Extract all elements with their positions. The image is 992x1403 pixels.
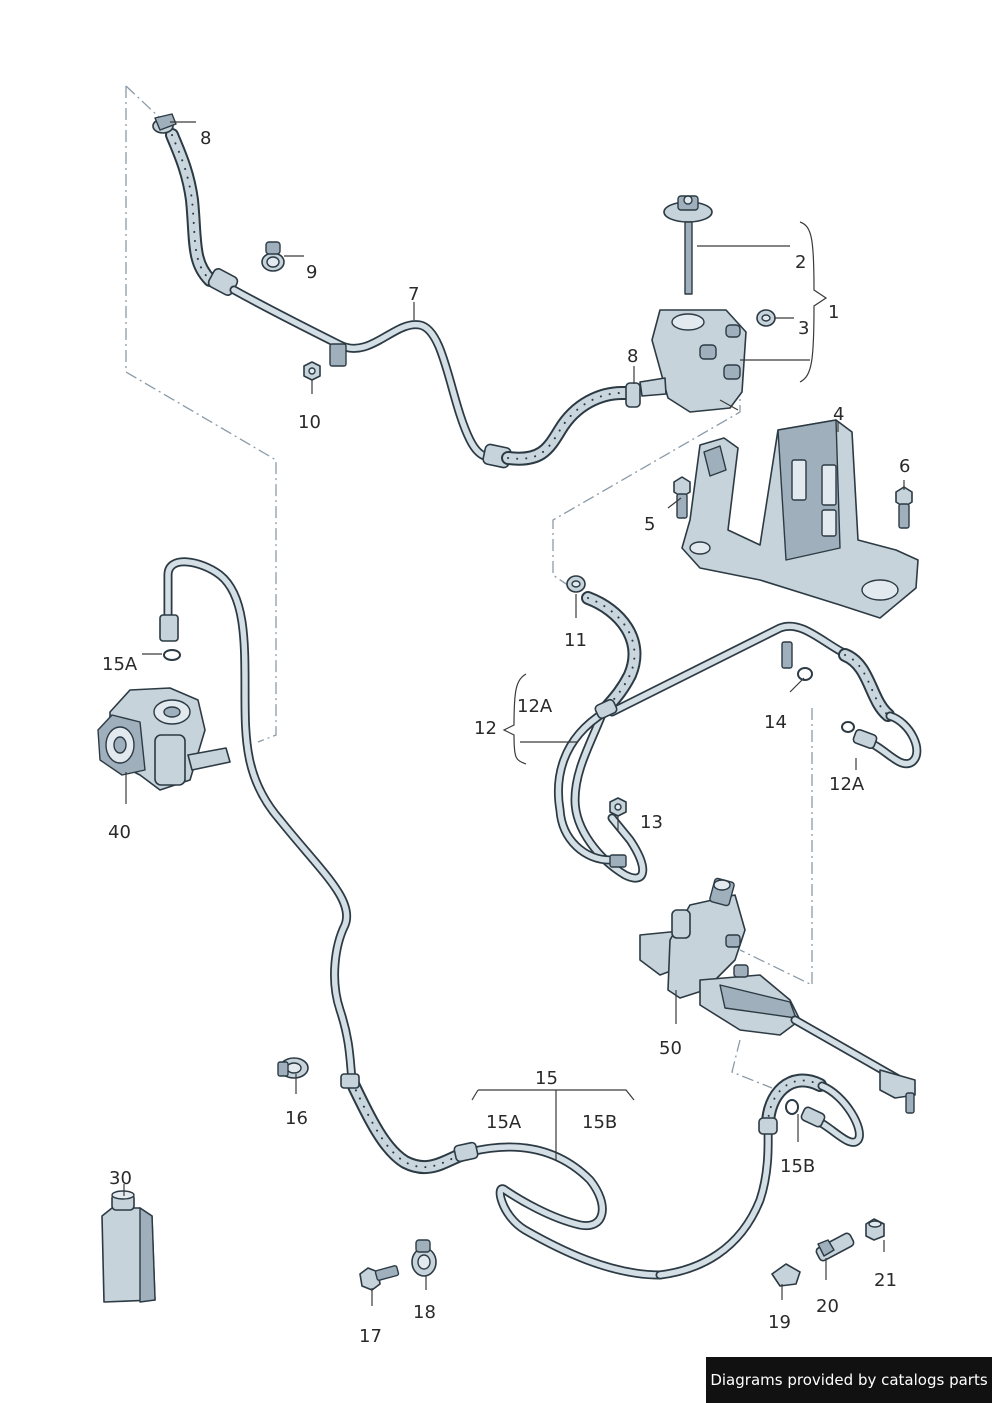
- label-13: 13: [640, 812, 663, 833]
- label-50: 50: [659, 1038, 682, 1059]
- sealing-plug-3: [756, 309, 776, 327]
- label-40: 40: [108, 822, 131, 843]
- label-9: 9: [306, 262, 317, 283]
- hose-clamp-18: [411, 1239, 437, 1277]
- routing-lines: [125, 85, 813, 1089]
- label-17: 17: [359, 1326, 382, 1347]
- label-20: 20: [816, 1296, 839, 1317]
- label-12: 12: [474, 718, 497, 739]
- label-19: 19: [768, 1312, 791, 1333]
- clip-19: [771, 1263, 801, 1287]
- label-7: 7: [408, 284, 419, 305]
- leader-lines: [123, 121, 905, 1306]
- label-30: 30: [109, 1168, 132, 1189]
- pressure-line-15: [159, 557, 864, 1280]
- bolt-6: [895, 486, 913, 529]
- label-15b-gear: 15B: [780, 1156, 815, 1177]
- nut-10: [303, 361, 321, 381]
- hose-clamp-8-top: [152, 113, 177, 134]
- label-15a-bracket: 15A: [486, 1112, 522, 1133]
- label-3: 3: [798, 318, 809, 339]
- bolt-5: [673, 476, 691, 519]
- label-15a-pump: 15A: [102, 654, 138, 675]
- nut-13: [609, 797, 627, 817]
- union-20: [815, 1232, 855, 1262]
- pressure-line-12: [553, 591, 922, 883]
- label-15: 15: [535, 1068, 558, 1089]
- label-15b-bracket: 15B: [582, 1112, 617, 1133]
- o-ring-12a: [841, 721, 855, 733]
- hose-clamp-9: [261, 241, 285, 272]
- label-14: 14: [764, 712, 787, 733]
- label-11: 11: [564, 630, 587, 651]
- label-6: 6: [899, 456, 910, 477]
- credit-text: Diagrams provided by catalogs parts: [710, 1371, 988, 1389]
- bolt-17: [359, 1265, 400, 1291]
- bracket-4: [681, 419, 919, 619]
- steering-gear-50: [639, 877, 916, 1114]
- label-8-top: 8: [200, 128, 211, 149]
- label-16: 16: [285, 1108, 308, 1129]
- hose-clamp-8-reservoir: [625, 382, 641, 408]
- label-12a-bracket: 12A: [517, 696, 553, 717]
- o-ring-15b: [785, 1099, 799, 1115]
- return-hose-7: [165, 128, 632, 469]
- label-10: 10: [298, 412, 321, 433]
- part-labels: 1 2 3 4 5 6 7 8 8 9 10 11 12 12A 12A 13 …: [102, 128, 910, 1347]
- o-ring-14: [797, 667, 813, 681]
- label-1: 1: [828, 302, 839, 323]
- reservoir-1: [639, 195, 747, 413]
- label-18: 18: [413, 1302, 436, 1323]
- label-21: 21: [874, 1270, 897, 1291]
- power-steering-pump-40: [97, 687, 231, 791]
- label-4: 4: [833, 404, 844, 425]
- label-2: 2: [795, 252, 806, 273]
- fluid-bottle-30: [101, 1190, 156, 1303]
- label-8-reservoir: 8: [627, 346, 638, 367]
- credit-banner: Diagrams provided by catalogs parts: [706, 1357, 992, 1403]
- hose-clamp-16: [277, 1057, 309, 1079]
- nut-21: [865, 1218, 885, 1241]
- hose-clamp-11: [566, 575, 586, 593]
- label-12a-right: 12A: [829, 774, 865, 795]
- label-5: 5: [644, 514, 655, 535]
- o-ring-15a: [163, 649, 181, 661]
